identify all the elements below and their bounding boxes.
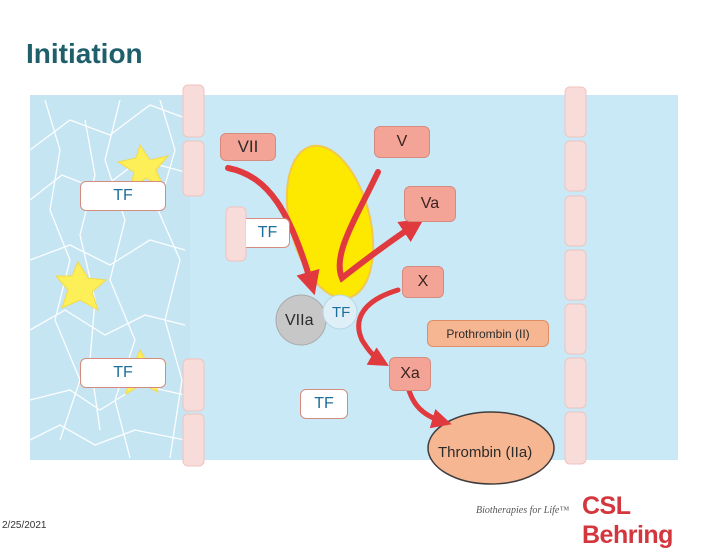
vessel-wall-right bbox=[564, 86, 587, 465]
factor-x-box: X bbox=[402, 266, 444, 298]
factor-vii-box: VII bbox=[220, 133, 276, 161]
tf-viia-label: TF bbox=[332, 304, 351, 321]
factor-viia-label: VIIa bbox=[285, 312, 314, 329]
slide-title: Initiation bbox=[26, 38, 143, 69]
factor-vii-label: VII bbox=[237, 137, 259, 156]
thrombin-ellipse bbox=[427, 411, 555, 485]
vessel-wall-left bbox=[182, 84, 205, 467]
brand-logo-text: CSL Behring bbox=[582, 492, 673, 549]
arrow-v-to-va bbox=[336, 169, 424, 283]
factor-v-box: V bbox=[374, 126, 430, 158]
tf-label-top: TF bbox=[113, 187, 133, 204]
factor-va-label: Va bbox=[420, 195, 440, 212]
tf-box-mid: TF bbox=[246, 218, 290, 248]
reaction-arrows bbox=[225, 165, 452, 429]
tf-box-left-low: TF bbox=[80, 358, 166, 388]
prothrombin-label: Prothrombin (II) bbox=[446, 326, 530, 341]
tf-box-low: TF bbox=[300, 389, 348, 419]
arrow-x-to-xa bbox=[356, 287, 401, 366]
factor-va-box: Va bbox=[404, 186, 456, 222]
tf-sphere bbox=[322, 294, 358, 330]
factor-xa-label: Xa bbox=[400, 365, 420, 382]
tf-box-top: TF bbox=[80, 181, 166, 211]
factor-x-label: X bbox=[417, 273, 429, 290]
injured-endothelial-cell bbox=[225, 206, 247, 262]
factor-v-label: V bbox=[396, 133, 408, 150]
slide-date: 2/25/2021 bbox=[2, 520, 47, 531]
thrombin-label: Thrombin (IIa) bbox=[438, 444, 533, 461]
brand-tagline: Biotherapies for Life™ bbox=[476, 505, 570, 516]
arrow-vii-to-viia bbox=[225, 165, 320, 296]
factor-xa-box: Xa bbox=[389, 357, 431, 391]
prothrombin-box: Prothrombin (II) bbox=[427, 320, 549, 347]
fiber-network bbox=[29, 99, 186, 459]
tf-label-mid: TF bbox=[257, 224, 278, 241]
tf-label-left-low: TF bbox=[113, 364, 133, 381]
tf-label-low: TF bbox=[314, 395, 334, 412]
